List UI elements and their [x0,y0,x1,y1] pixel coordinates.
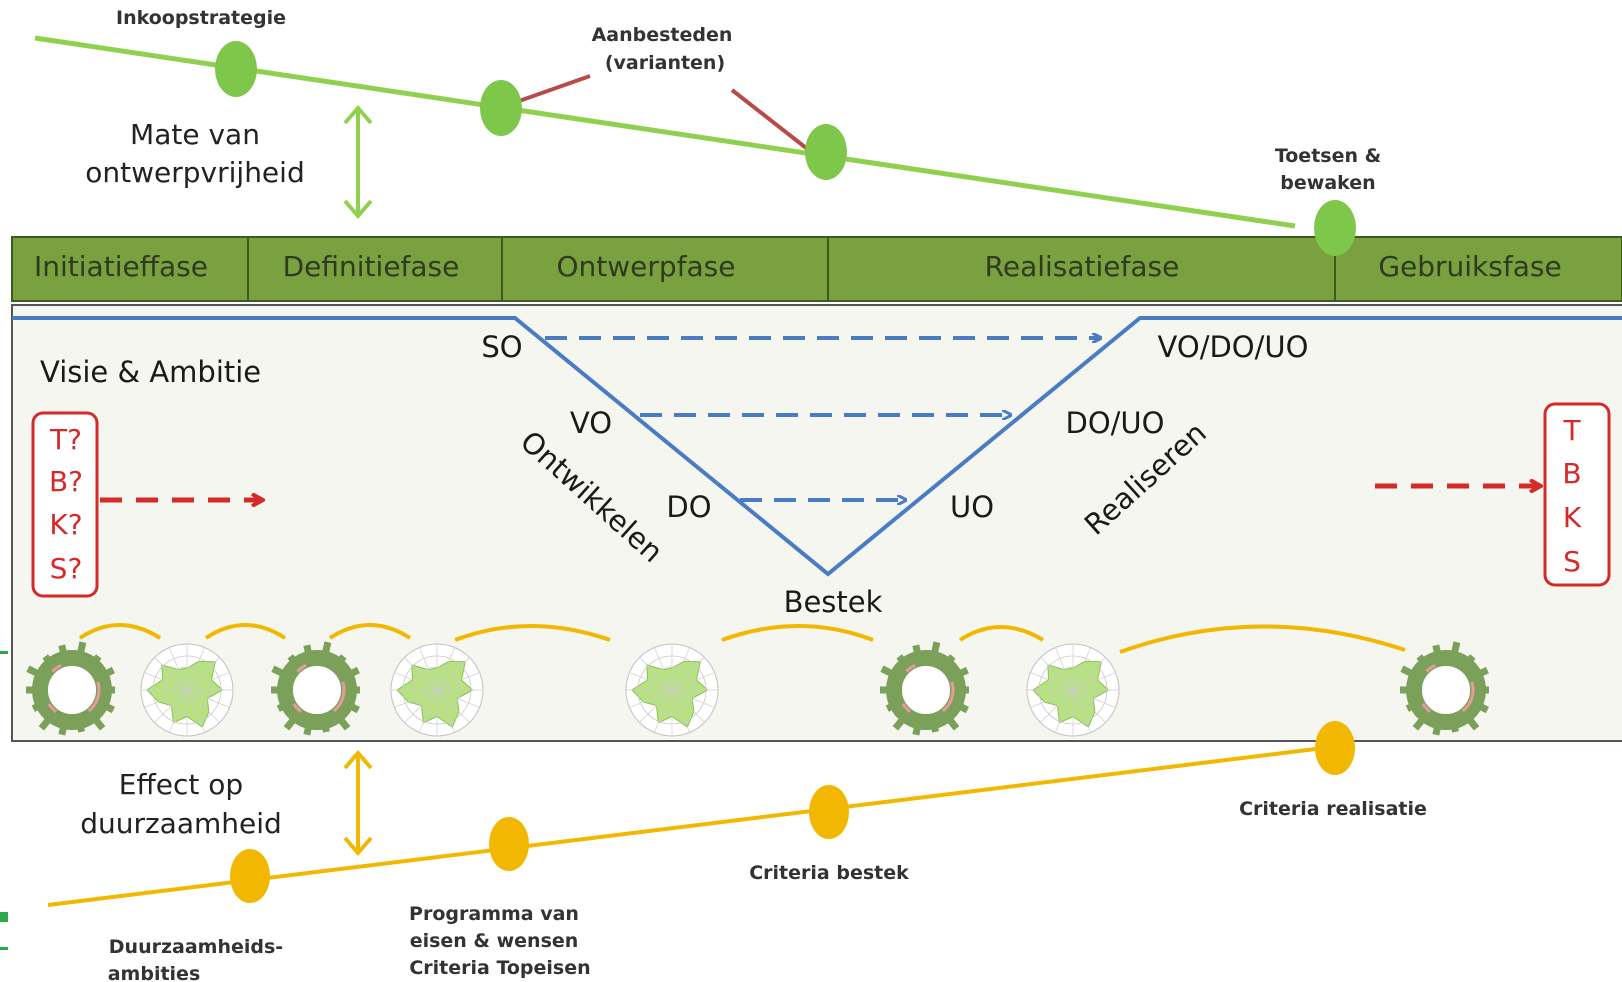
aanbesteden-connector-right [730,88,812,153]
design-freedom-label-line2: ontwerpvrijheid [85,156,304,189]
label-inkoopstrategie: Inkoopstrategie [116,7,286,29]
sustainability-ring-icon [1400,641,1489,736]
v-label-vo-do-uo: VO/DO/UO [1158,330,1309,364]
sustainability-radar-icon [140,643,234,737]
sustainability-effect-label-line2: duurzaamheid [80,807,282,840]
v-label-so: SO [481,330,522,364]
phase-initiatieffase: Initiatieffase [34,250,208,283]
tbks-q-b: B? [49,465,83,498]
sustainability-effect-double-arrow [343,749,373,857]
label-eisen-wensen: eisen & wensen [410,930,579,952]
sustainability-radar-icon [1026,643,1120,737]
phase-definitiefase: Definitiefase [283,250,460,283]
milestone-toetsen-node [1314,200,1356,256]
label-criteria-realisatie: Criteria realisatie [1239,798,1427,820]
phase-gebruiksfase: Gebruiksfase [1378,250,1561,283]
edge-mark [0,651,8,654]
milestone-inkoopstrategie-node [215,41,257,97]
v-label-do: DO [666,490,711,524]
v-label-do-uo: DO/UO [1066,406,1165,440]
milestone-aanbesteden-node-1 [480,80,522,136]
v-label-bestek: Bestek [784,585,883,619]
edge-mark [0,912,8,922]
sustainability-ring-icon [880,641,969,736]
milestone-bestek-node [809,785,849,839]
tbks-box [1543,402,1611,587]
v-label-uo: UO [950,490,994,524]
milestone-pve-node [489,817,529,871]
sustainability-radar-icon [390,643,484,737]
phase-ontwerpfase: Ontwerpfase [556,250,735,283]
phase-realisatiefase: Realisatiefase [985,250,1180,283]
v-label-vo: VO [570,406,612,440]
tbks-q-s: S? [50,552,83,585]
label-aanbesteden: Aanbesteden [592,24,733,46]
label-programma-van: Programma van [409,903,579,925]
vision-label: Visie & Ambitie [40,355,261,389]
label-varianten: (varianten) [605,52,725,74]
phase-bar [11,236,1622,302]
tbks-q-t: T? [49,423,82,456]
v-model-line [12,316,1622,577]
tbks-b: B [1562,457,1581,490]
tbks-s: S [1563,545,1581,578]
edge-mark [0,947,8,950]
design-freedom-double-arrow [343,104,373,220]
label-bewaken: bewaken [1280,172,1375,194]
tbks-k: K [1563,501,1582,534]
label-ambities: ambities [108,963,201,982]
yellow-connector-arcs [78,623,1406,654]
milestone-realisatie-node [1315,721,1355,775]
label-criteria-bestek: Criteria bestek [749,862,909,884]
sustainability-effect-label-line1: Effect op [119,768,243,801]
tbks-q-k: K? [49,508,82,541]
sustainability-ring-icon [271,641,360,736]
label-toetsen: Toetsen & [1275,145,1381,167]
label-criteria-topeisen: Criteria Topeisen [409,957,590,979]
design-freedom-label-line1: Mate van [130,118,260,151]
milestone-aanbesteden-node-2 [805,124,847,180]
label-duurzaamheidsambities: Duurzaamheids- [109,936,283,958]
main-panel [11,304,1622,742]
tbks-question-box [31,411,99,598]
sustainability-radar-icon [625,643,719,737]
sustainability-ring-icon [26,641,115,736]
tbks-t: T [1562,414,1581,447]
milestone-ambities-node [230,849,270,903]
